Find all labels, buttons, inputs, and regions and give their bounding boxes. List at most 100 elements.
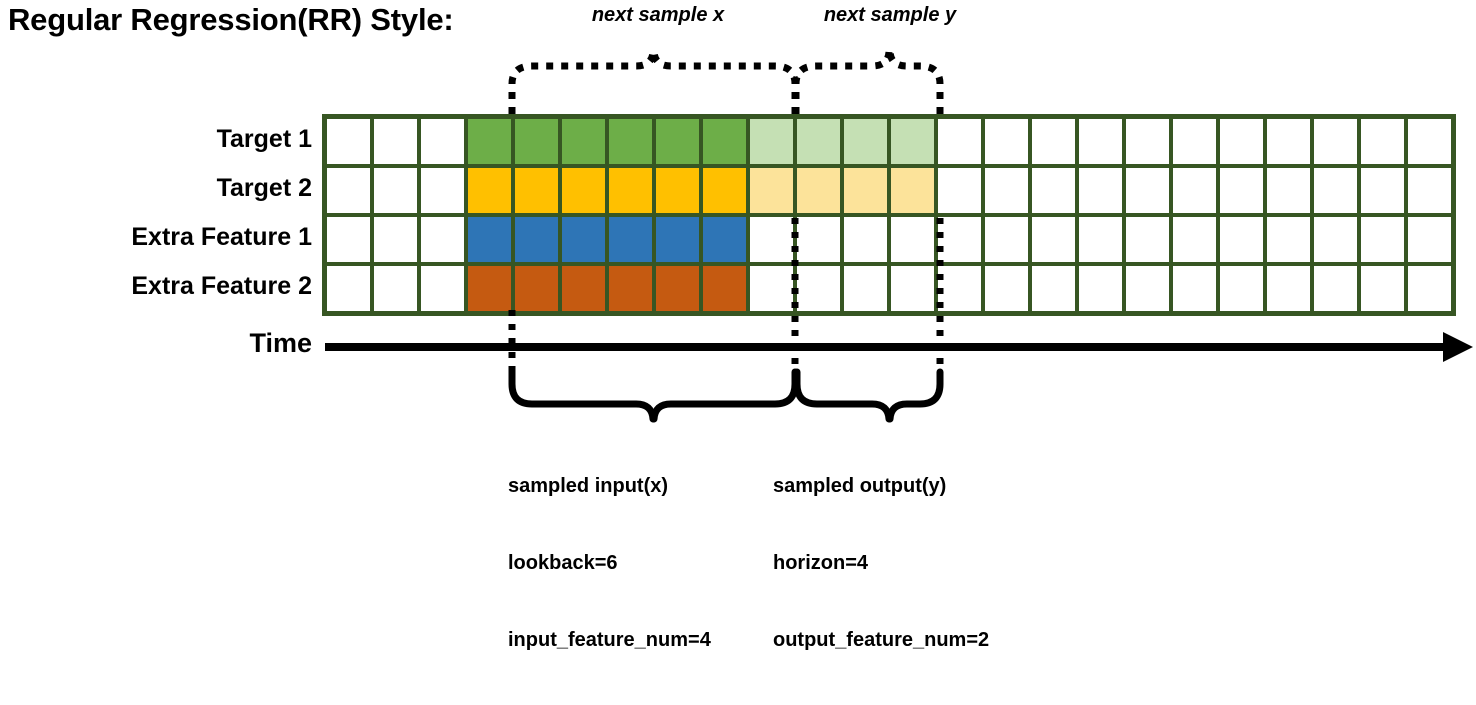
grid-cell xyxy=(327,119,370,164)
grid-cell xyxy=(1220,168,1263,213)
sampled-output-line-2: horizon=4 xyxy=(773,551,869,574)
grid-cell xyxy=(797,168,840,213)
grid-cell xyxy=(515,217,558,262)
grid-cell xyxy=(609,119,652,164)
grid-cell xyxy=(703,266,746,311)
sampled-input-line-2: lookback=6 xyxy=(508,551,618,574)
grid-cell xyxy=(891,266,934,311)
grid-cell xyxy=(327,217,370,262)
grid-cell xyxy=(985,217,1028,262)
sampled-input-brace xyxy=(508,368,799,423)
grid-cell xyxy=(938,119,981,164)
sampled-output-annotation: sampled output(y) horizon=4 output_featu… xyxy=(773,423,989,705)
grid-cell xyxy=(1126,119,1169,164)
grid-cell xyxy=(515,168,558,213)
grid-cell xyxy=(1220,119,1263,164)
grid-cell xyxy=(797,217,840,262)
grid-cell xyxy=(1079,217,1122,262)
grid-cell xyxy=(1361,119,1404,164)
grid-cell xyxy=(327,266,370,311)
next-sample-y-label: next sample y xyxy=(823,4,957,26)
grid-cell xyxy=(1079,168,1122,213)
grid-cell xyxy=(797,119,840,164)
grid-cell xyxy=(1173,266,1216,311)
grid-cell xyxy=(1173,119,1216,164)
grid-cell xyxy=(1220,217,1263,262)
grid-cell xyxy=(750,217,793,262)
next-sample-x-label: next sample x xyxy=(591,4,725,26)
grid-cell xyxy=(985,168,1028,213)
grid-cell xyxy=(1314,266,1357,311)
grid-cell xyxy=(891,168,934,213)
grid-cell xyxy=(750,168,793,213)
grid-cell xyxy=(562,217,605,262)
grid-row xyxy=(327,266,1451,311)
next-sample-y-brace xyxy=(792,51,944,114)
grid-cell xyxy=(327,168,370,213)
grid-cell xyxy=(844,168,887,213)
grid-cell xyxy=(1408,119,1451,164)
next-sample-x-brace xyxy=(508,51,799,114)
row-label-extra-feature-1: Extra Feature 1 xyxy=(131,223,312,251)
grid-cell xyxy=(1267,119,1310,164)
sampled-input-line-3: input_feature_num=4 xyxy=(508,628,711,651)
grid-row xyxy=(327,217,1451,262)
grid-cell xyxy=(750,266,793,311)
sampled-output-line-3: output_feature_num=2 xyxy=(773,628,990,651)
grid-cell xyxy=(1314,168,1357,213)
time-axis-arrow xyxy=(325,332,1473,362)
grid-cell xyxy=(515,119,558,164)
grid-cell xyxy=(421,217,464,262)
grid-cell xyxy=(374,119,417,164)
grid-cell xyxy=(468,266,511,311)
grid-cell xyxy=(844,119,887,164)
grid-cell xyxy=(844,266,887,311)
grid-cell xyxy=(562,168,605,213)
grid-cell xyxy=(1267,168,1310,213)
time-arrowhead xyxy=(1443,332,1473,362)
sampled-output-brace xyxy=(793,368,944,423)
grid-cell xyxy=(562,119,605,164)
grid-cell xyxy=(1032,119,1075,164)
grid-cell xyxy=(374,168,417,213)
grid-cell xyxy=(1361,217,1404,262)
time-axis-label: Time xyxy=(249,328,312,358)
grid-cell xyxy=(938,217,981,262)
grid-cell xyxy=(1173,217,1216,262)
grid-cell xyxy=(703,168,746,213)
grid-cell xyxy=(1408,168,1451,213)
grid-cell xyxy=(656,266,699,311)
grid-cell xyxy=(1032,266,1075,311)
row-label-target-2: Target 2 xyxy=(216,174,312,202)
grid-row xyxy=(327,119,1451,164)
grid-cell xyxy=(844,217,887,262)
grid-cell xyxy=(985,266,1028,311)
grid-cell xyxy=(374,217,417,262)
diagram-canvas: Regular Regression(RR) Style: next sampl… xyxy=(8,2,1473,651)
grid-cell xyxy=(1079,119,1122,164)
grid-cell xyxy=(1408,217,1451,262)
grid-cell xyxy=(891,217,934,262)
grid-cell xyxy=(374,266,417,311)
grid-cell xyxy=(797,266,840,311)
timeline-grid xyxy=(322,114,1456,316)
grid-cell xyxy=(562,266,605,311)
grid-cell xyxy=(1032,217,1075,262)
grid-cell xyxy=(421,119,464,164)
sampled-output-line-1: sampled output(y) xyxy=(773,475,947,498)
grid-cell xyxy=(609,217,652,262)
grid-cell xyxy=(1126,217,1169,262)
sampled-input-line-1: sampled input(x) xyxy=(508,475,669,498)
grid-cell xyxy=(1032,168,1075,213)
grid-cell xyxy=(656,217,699,262)
grid-cell xyxy=(750,119,793,164)
grid-cell xyxy=(468,217,511,262)
grid-cell xyxy=(1173,168,1216,213)
row-label-extra-feature-2: Extra Feature 2 xyxy=(131,272,312,300)
grid-cell xyxy=(656,119,699,164)
grid-cell xyxy=(421,168,464,213)
grid-cell xyxy=(1361,266,1404,311)
grid-cell xyxy=(985,119,1028,164)
grid-cell xyxy=(1126,266,1169,311)
grid-cell xyxy=(1079,266,1122,311)
